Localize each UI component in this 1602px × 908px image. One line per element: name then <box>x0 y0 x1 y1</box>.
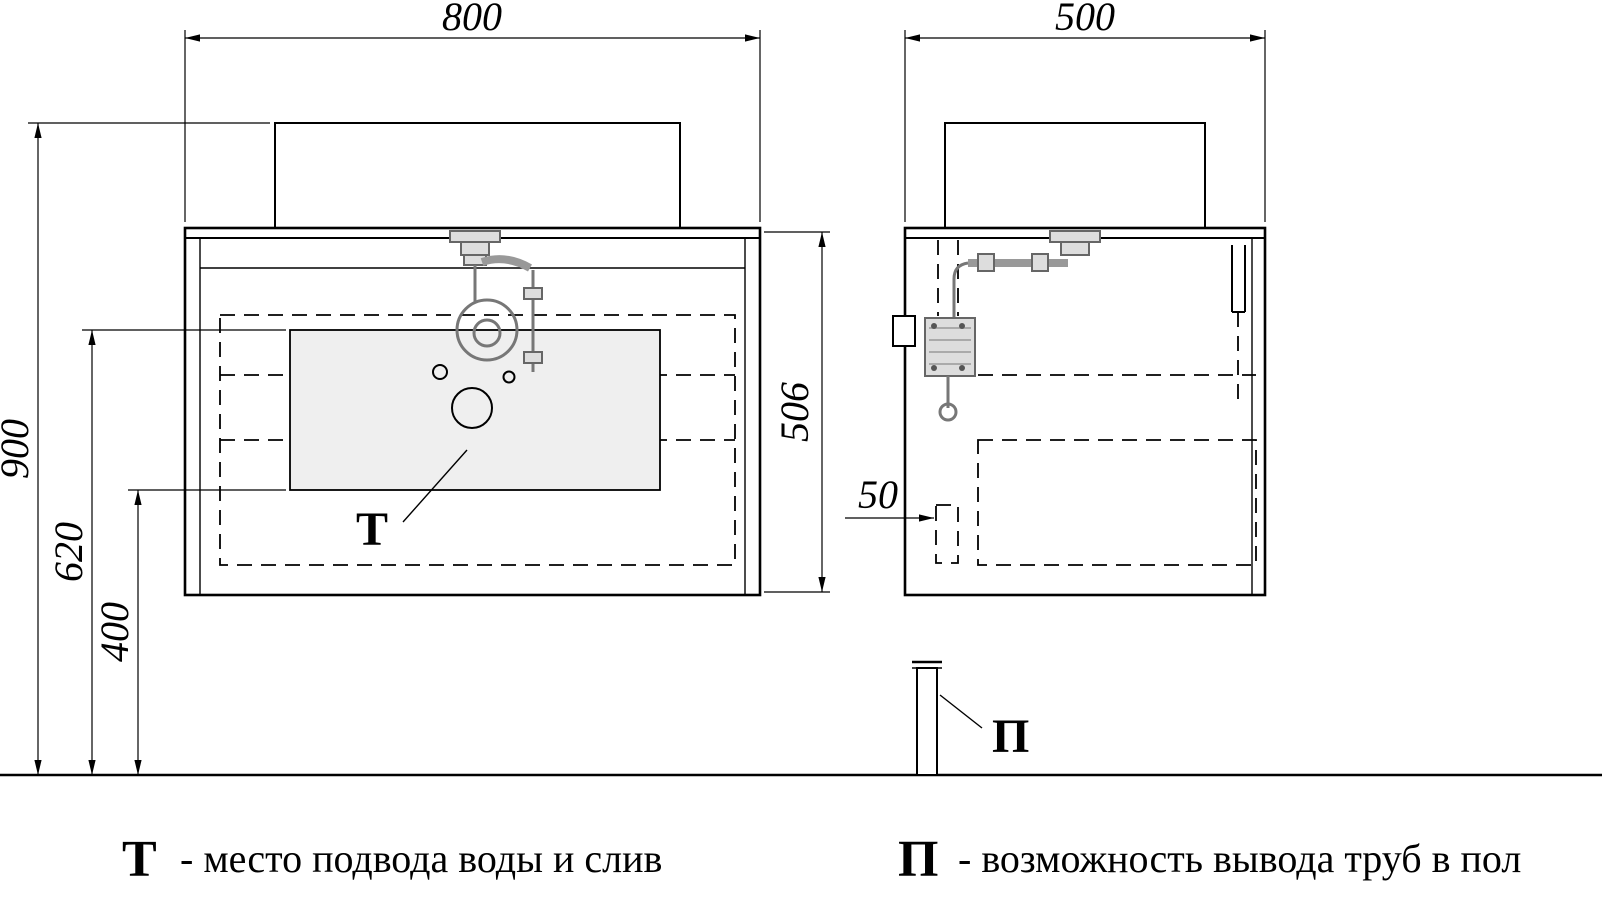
dim-pipe-offset: 50 <box>845 472 934 522</box>
dim-label-620: 620 <box>46 522 91 582</box>
side-wall-fixing <box>892 315 916 347</box>
floor-pipe <box>916 667 938 776</box>
front-sink-bowl <box>289 329 661 491</box>
side-sink-top <box>944 122 1206 229</box>
dim-total-height: 900 <box>0 122 270 775</box>
dim-label-800: 800 <box>442 0 502 39</box>
dim-cabinet-height: 506 <box>764 231 830 593</box>
legend-p-text: - возможность вывода труб в пол <box>958 836 1521 881</box>
side-dashed-zones <box>935 240 1257 566</box>
dim-drain-height: 620 <box>46 329 286 775</box>
dimensions: 800 500 900 620 400 <box>0 0 1266 775</box>
p-leader-line <box>939 694 983 729</box>
front-view: Т <box>183 122 762 597</box>
floor-pipe-group: П <box>912 660 1029 776</box>
dim-label-900: 900 <box>0 419 37 479</box>
side-mounting-bracket <box>1231 245 1246 400</box>
t-marker-label: Т <box>356 503 388 556</box>
dim-side-depth: 500 <box>904 0 1266 222</box>
dim-label-506: 506 <box>772 382 817 442</box>
p-marker-label: П <box>992 710 1029 763</box>
side-floor-pipe-zone <box>935 504 959 564</box>
legend-p-symbol: П <box>898 831 938 888</box>
dim-supply-height: 400 <box>92 489 286 775</box>
t-marker-group: Т <box>356 449 468 556</box>
front-cabinet-body <box>183 226 762 597</box>
t-leader-line <box>402 449 468 523</box>
side-view <box>892 122 1267 597</box>
dim-label-50: 50 <box>858 472 898 517</box>
dim-front-width: 800 <box>184 0 761 222</box>
front-holes <box>432 364 516 429</box>
dim-label-500: 500 <box>1055 0 1115 39</box>
front-siphon <box>449 230 543 372</box>
front-sink-top <box>274 122 681 229</box>
dim-label-400: 400 <box>92 602 137 662</box>
side-siphon <box>892 230 1101 422</box>
legend: Т - место подвода воды и слив П - возмож… <box>122 831 1521 888</box>
legend-t-symbol: Т <box>122 831 157 888</box>
legend-t-text: - место подвода воды и слив <box>180 836 662 881</box>
side-cabinet-body <box>903 226 1267 597</box>
